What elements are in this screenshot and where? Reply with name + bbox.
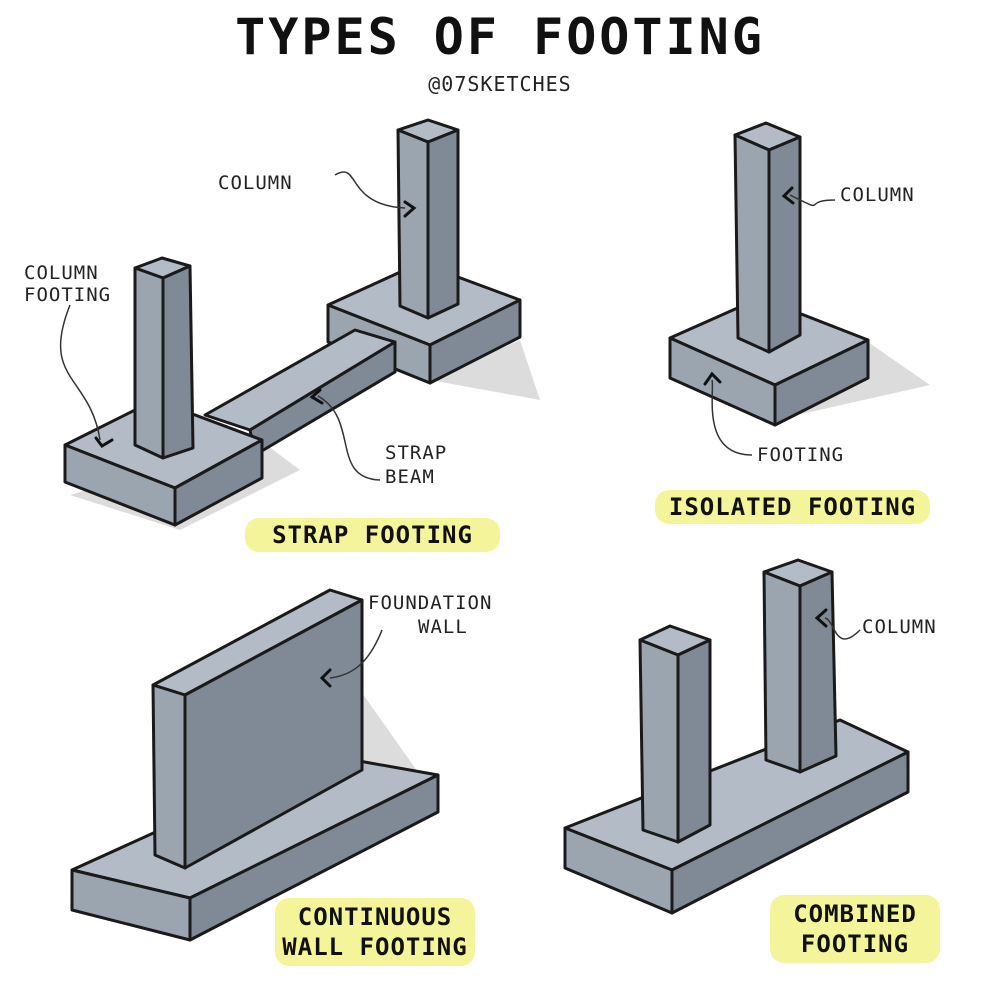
continuous-title-line2: WALL FOOTING [282, 933, 468, 961]
right-column-front [396, 128, 430, 320]
strap-footing-drawing [59, 118, 540, 530]
isolated-footing-leader [711, 379, 753, 456]
column-footing-label-line1: COLUMN [24, 262, 99, 284]
front-column-side [676, 638, 712, 844]
left-column-front [133, 266, 165, 460]
column-footing-leader [59, 304, 101, 441]
isolated-footing-title: ISOLATED FOOTING [655, 490, 930, 524]
page-title: TYPES OF FOOTING [235, 8, 765, 66]
strap-column-leader [334, 171, 406, 209]
foundation-wall-label-line1: FOUNDATION [368, 592, 493, 614]
wall-leader [329, 629, 383, 679]
combined-base-side [670, 750, 910, 915]
left-column-side [161, 264, 195, 460]
author-handle: @07SKETCHES [428, 72, 572, 96]
continuous-title-line1: CONTINUOUS [297, 903, 453, 931]
strap-beam-label-line1: STRAP [385, 442, 448, 464]
continuous-footing-title: CONTINUOUS WALL FOOTING [275, 898, 475, 966]
isolated-footing-label: FOOTING [757, 444, 845, 466]
strap-shadow-right [430, 340, 540, 400]
strap-beam-arrow [309, 388, 324, 405]
isolated-column-leader [789, 194, 836, 207]
strap-footing-title: STRAP FOOTING [245, 518, 500, 552]
strap-beam-label-line2: BEAM [385, 466, 435, 488]
continuous-footing-drawing [70, 588, 440, 942]
wall-face [183, 598, 364, 870]
combined-title-line2: FOOTING [800, 930, 910, 958]
isolated-footing-drawing [668, 121, 930, 456]
combined-title-line1: COMBINED [793, 900, 917, 928]
continuous-shadow [360, 690, 420, 780]
back-column-side [798, 570, 838, 774]
isolated-column-front [733, 133, 771, 354]
column-footing-label-line2: FOOTING [24, 284, 112, 306]
column-footing-arrow [94, 436, 114, 448]
right-pad-side [428, 298, 522, 385]
left-pad-side [173, 438, 264, 527]
isolated-column-arrow [781, 186, 795, 205]
strap-column-arrow [403, 200, 417, 218]
combined-column-label: COLUMN [862, 616, 937, 638]
isolated-column-label: COLUMN [840, 184, 915, 206]
foundation-wall-label-line2: WALL [418, 616, 468, 638]
wall-arrow [319, 668, 332, 688]
isolated-column-side [767, 135, 802, 354]
strap-beam-leader [317, 395, 381, 481]
wall-end [151, 683, 187, 870]
back-column-front [762, 570, 802, 774]
combined-footing-drawing [563, 558, 910, 915]
combined-footing-title: COMBINED FOOTING [770, 895, 940, 963]
front-column-front [638, 638, 680, 844]
isolated-pad-side [773, 338, 870, 427]
continuous-base-side [188, 773, 440, 942]
strap-column-label: COLUMN [218, 172, 293, 194]
isolated-footing-arrow [703, 371, 722, 386]
combined-column-arrow [814, 608, 828, 628]
right-column-side [426, 128, 460, 320]
combined-column-leader [824, 617, 861, 640]
